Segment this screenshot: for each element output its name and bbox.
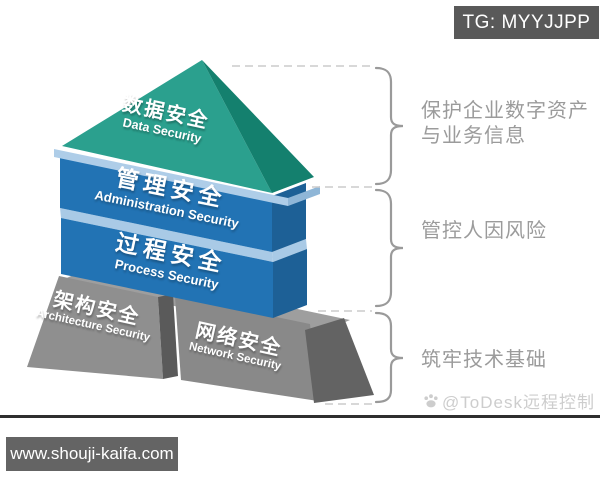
network-block-front-face — [175, 296, 318, 401]
process-top-sliver — [272, 239, 307, 262]
roof-side-face — [202, 60, 314, 193]
administration-front-face — [60, 152, 272, 252]
annotation-data-assets-line2: 与业务信息 — [421, 125, 526, 147]
footer-divider — [0, 415, 600, 418]
base-gap-face — [158, 294, 178, 379]
process-front-face — [61, 218, 273, 318]
website-url-box: www.shouji-kaifa.com — [6, 437, 178, 471]
network-block-slant-face — [305, 318, 374, 403]
watermark: @ToDesk远程控制 — [423, 388, 595, 413]
brace-bottom — [374, 311, 404, 404]
watermark-text: @ToDesk远程控制 — [442, 393, 595, 412]
process-side-face — [273, 249, 307, 318]
eave-front-face — [54, 149, 288, 206]
architecture-block-front-face — [27, 276, 163, 379]
eave-side-face — [288, 186, 320, 206]
slab-gap-strip — [60, 208, 273, 262]
braces — [374, 66, 404, 404]
dashed-guides — [232, 65, 372, 405]
annotation-data-assets: 保护企业数字资产 与业务信息 — [421, 99, 589, 149]
annotation-human-risk-line1: 管控人因风险 — [421, 220, 547, 242]
paw-icon — [424, 393, 438, 407]
annotation-tech-foundation-line1: 筑牢技术基础 — [421, 349, 547, 371]
annotation-human-risk: 管控人因风险 — [421, 219, 547, 244]
brace-middle — [374, 188, 404, 308]
annotation-data-assets-line1: 保护企业数字资产 — [421, 100, 589, 122]
annotation-tech-foundation: 筑牢技术基础 — [421, 348, 547, 373]
tg-badge-text: TG: MYYJJPP — [462, 11, 591, 33]
website-url: www.shouji-kaifa.com — [10, 444, 174, 463]
brace-top — [374, 66, 404, 186]
tg-badge: TG: MYYJJPP — [454, 6, 599, 39]
